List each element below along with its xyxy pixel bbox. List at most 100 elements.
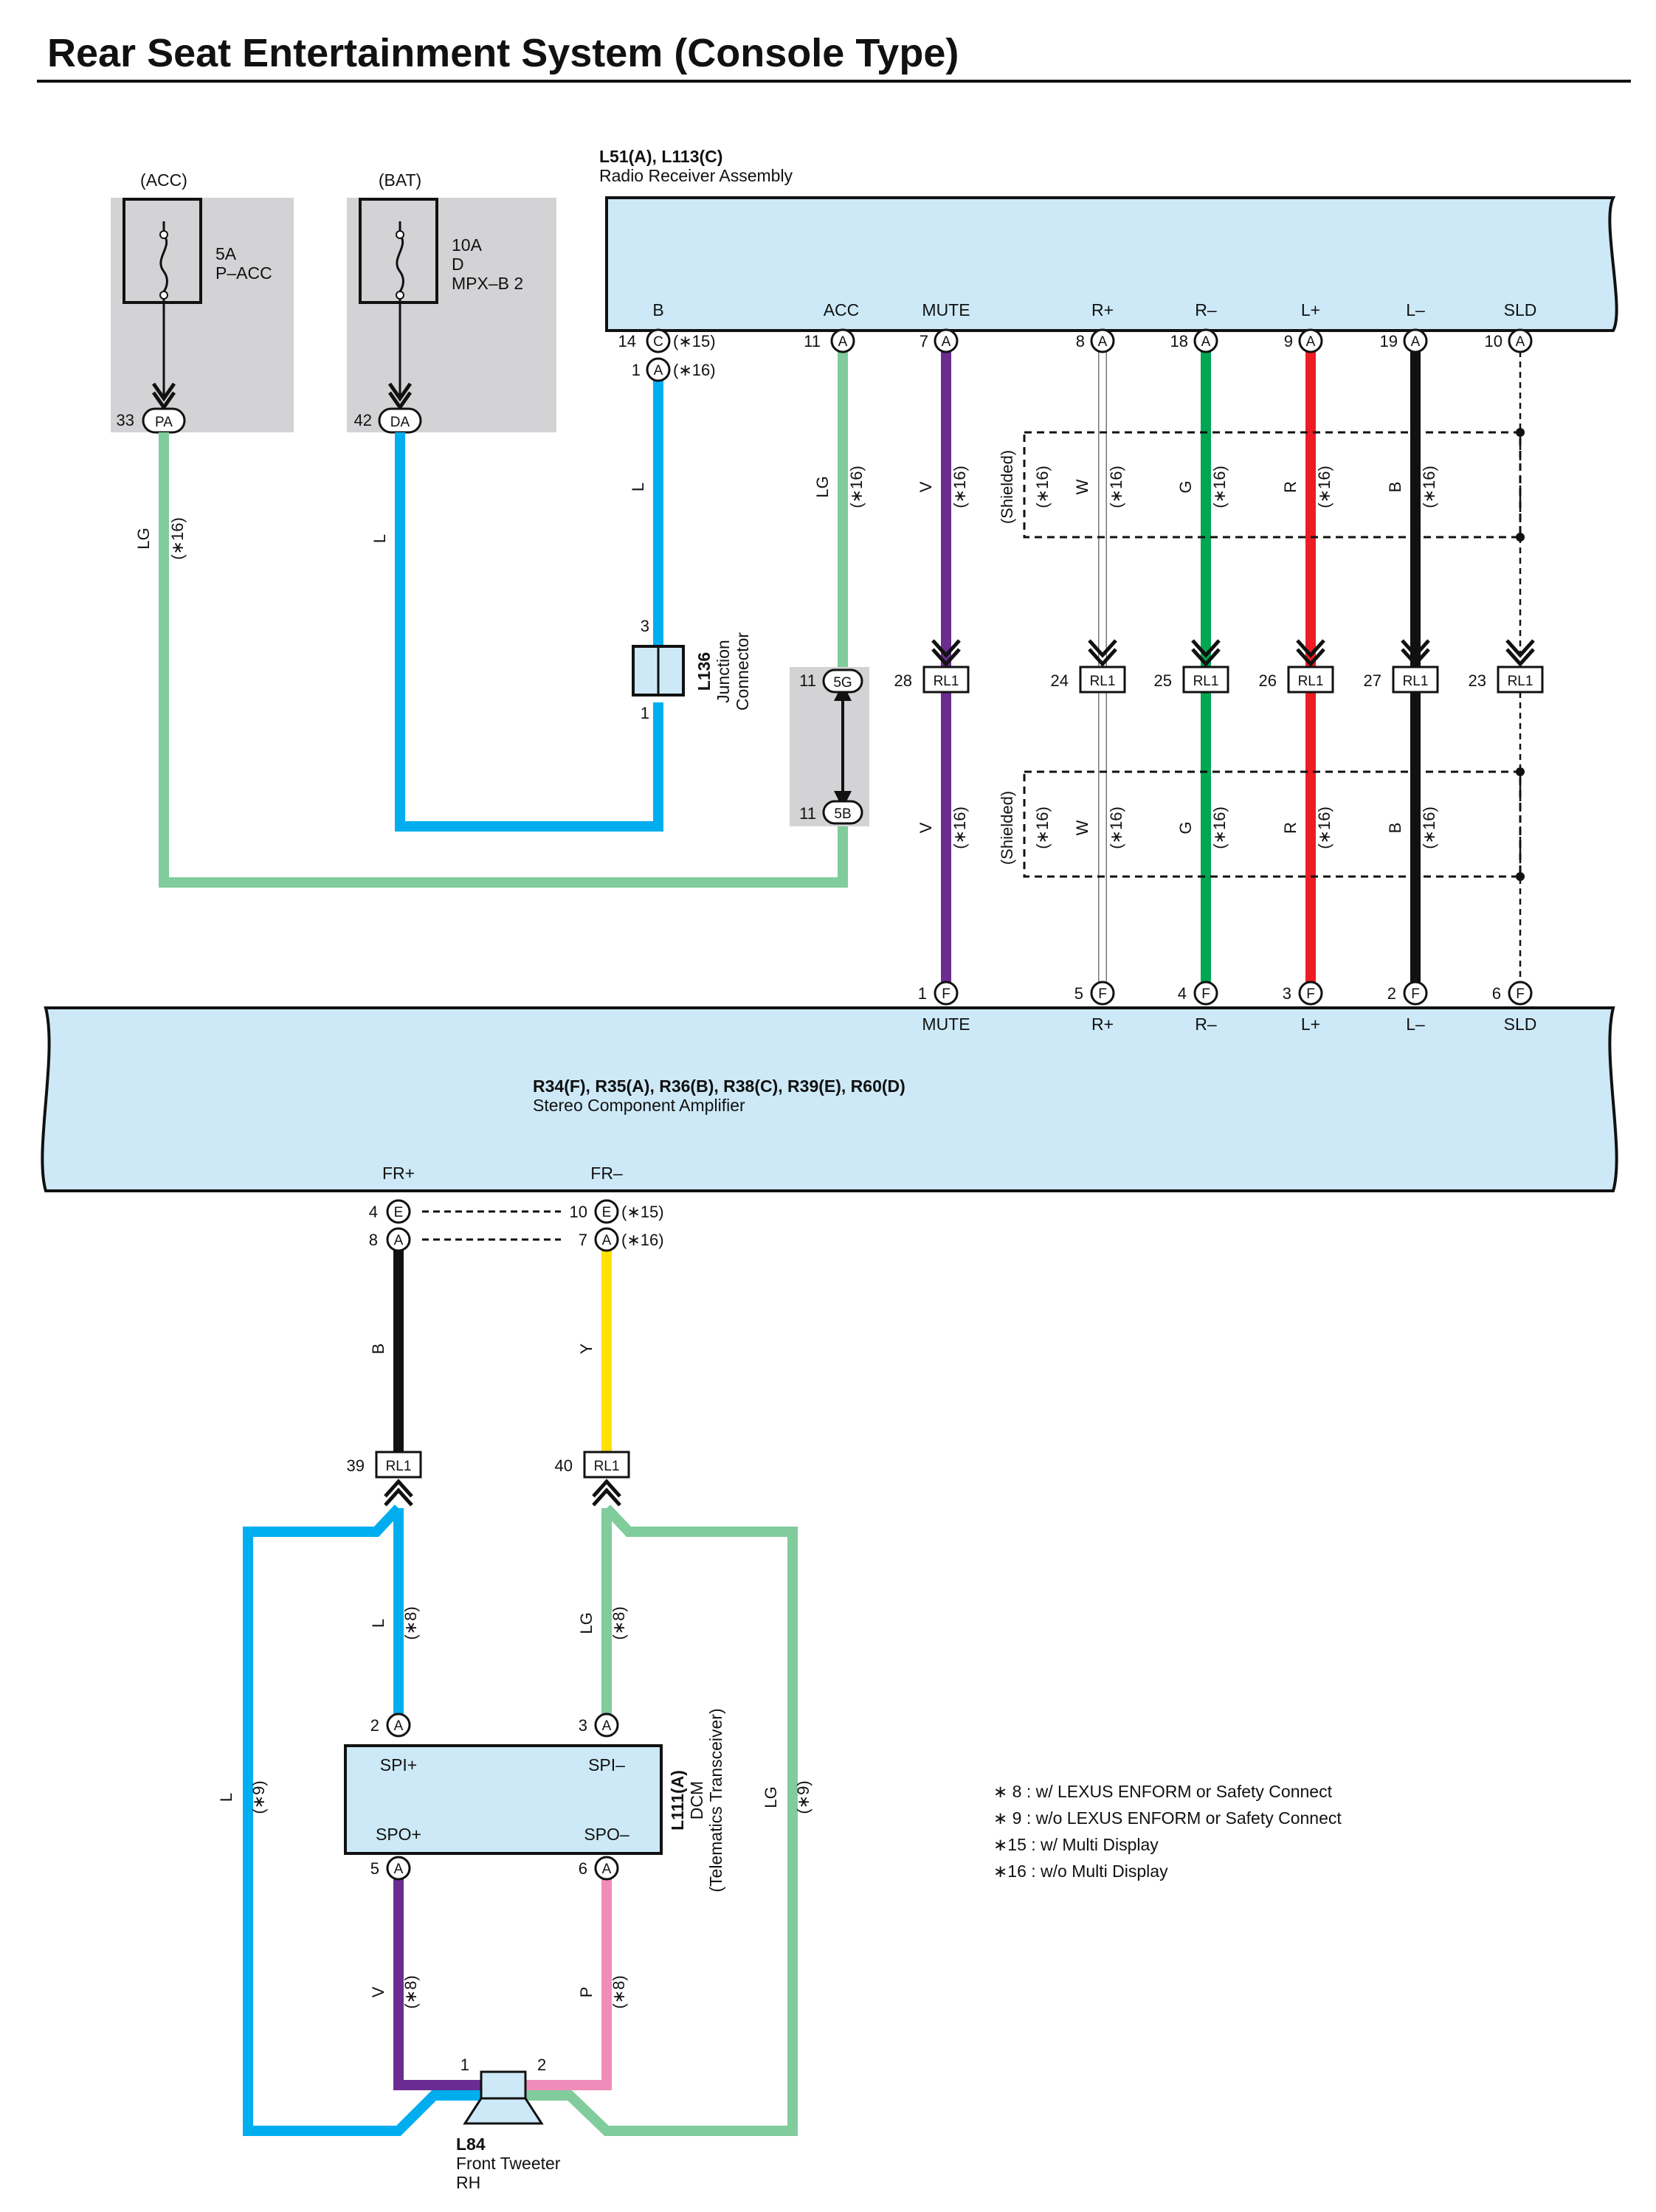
fuse-bat-conn: DA: [390, 415, 410, 430]
amp-pin-rm-conn: F: [1201, 986, 1210, 1002]
shield-lower-note: (∗16): [1033, 806, 1052, 849]
radio-pin-b2-note: (∗16): [673, 361, 716, 379]
dcm-name2: (Telematics Transceiver): [706, 1708, 725, 1892]
radio-pin-mute: 7: [920, 332, 928, 350]
junction-name1: Junction: [714, 640, 733, 703]
shield-upper: [1023, 428, 1525, 542]
wire-l-bypass: [243, 1504, 484, 2136]
radio-pin-lm: 19: [1380, 332, 1398, 350]
amp-pin-frm2-note: (∗16): [621, 1231, 664, 1249]
shield-lower-label: (Shielded): [998, 791, 1016, 865]
tweeter-code: L84: [456, 2135, 486, 2154]
front-tweeter: 1 2 L84 Front Tweeter RH: [456, 2056, 561, 2192]
radio-pin-acc-conn: A: [838, 334, 848, 350]
amp-codes: R34(F), R35(A), R36(B), R38(C), R39(E), …: [533, 1076, 905, 1096]
radio-codes: L51(A), L113(C): [599, 147, 722, 166]
wire-lg-radio-acc-note: (∗16): [847, 466, 866, 508]
dcm-code: L111(A): [668, 1770, 687, 1831]
amp-term-mute: MUTE: [922, 1015, 970, 1034]
wire-lg-radio-acc-color: LG: [813, 476, 832, 497]
dcm-spop: SPO+: [376, 1825, 421, 1844]
rl1-rm-label: RL1: [1193, 674, 1219, 689]
wl-g-2n: (∗16): [1210, 806, 1229, 849]
wl-r-2: R: [1281, 822, 1300, 834]
radio-pin-rm-conn: A: [1201, 334, 1211, 350]
radio-pin-sld: 10: [1485, 332, 1503, 350]
radio-name: Radio Receiver Assembly: [599, 166, 793, 185]
rl1-frp-label: RL1: [386, 1459, 412, 1474]
wire-p-spom-color: P: [577, 1987, 596, 1998]
tweeter-pin1: 1: [460, 2056, 469, 2074]
radio-pin-mute-conn: A: [942, 334, 951, 350]
amp-pin-lp: 3: [1283, 984, 1291, 1003]
radio-pin-b1-conn: C: [653, 334, 663, 350]
page-title: Rear Seat Entertainment System (Console …: [47, 31, 959, 75]
radio-term-rp: R+: [1091, 300, 1114, 319]
junction-code: L136: [694, 652, 714, 691]
amp-pin-frm1-note: (∗15): [621, 1203, 664, 1221]
wl-w-2: W: [1073, 820, 1091, 835]
wl-v-2: V: [917, 822, 935, 833]
amp-pin-frm2: 7: [579, 1231, 587, 1249]
radio-term-sld: SLD: [1504, 300, 1537, 319]
rl1-lp-label: RL1: [1298, 674, 1324, 689]
wire-lg-spim-note: (∗8): [610, 1606, 628, 1639]
wire-l-radio-b-color: L: [629, 483, 647, 491]
wl-v-2n: (∗16): [951, 806, 969, 849]
joint-bottom-pin: 11: [799, 804, 816, 823]
dcm-pin-spim: 3: [579, 1716, 587, 1735]
wire-b-frp-color: B: [369, 1344, 387, 1355]
wire-v-spop-note: (∗8): [401, 1975, 420, 2008]
junction-connector: 3 1 L136 Junction Connector: [632, 617, 752, 722]
junction-name2: Connector: [733, 632, 752, 711]
rl1-mute-label: RL1: [934, 674, 959, 689]
fuse-bat-icon: [396, 234, 404, 292]
radio-term-mute: MUTE: [922, 300, 970, 319]
radio-pin-lp-conn: A: [1306, 334, 1316, 350]
wire-l-bat: [395, 432, 663, 832]
amp-term-rp: R+: [1091, 1015, 1114, 1034]
joint-top-conn: 5G: [833, 675, 852, 691]
wire-v-spop: [393, 1867, 487, 2090]
radio-pin-b1: 14: [618, 332, 636, 350]
amp-pin-lp-conn: F: [1306, 986, 1315, 1002]
wire-lg-acc: [159, 432, 848, 888]
wire-lg-spim-color: LG: [577, 1612, 596, 1634]
amp-term-lm: L–: [1406, 1015, 1425, 1034]
tweeter-pin2: 2: [537, 2056, 546, 2074]
rl1-mute-pin: 28: [894, 671, 912, 690]
wire-lg-bypass-color: LG: [762, 1786, 780, 1808]
fuse-bat-pin: 42: [354, 411, 372, 429]
radio-pin-b2: 1: [632, 361, 641, 379]
amp-pin-mute-conn: F: [942, 986, 951, 1002]
note-8: ∗ 8 : w/ LEXUS ENFORM or Safety Connect: [993, 1782, 1333, 1801]
amp-pin-frm1: 10: [570, 1203, 587, 1221]
radio-receiver: L51(A), L113(C) Radio Receiver Assembly …: [599, 147, 1618, 332]
rl1-frp-pin: 39: [347, 1456, 365, 1475]
radio-pin-acc: 11: [804, 332, 821, 350]
radio-term-acc: ACC: [824, 300, 860, 319]
wire-l-bypass-color: L: [217, 1793, 235, 1802]
wire-l-bat-color: L: [370, 534, 389, 543]
radio-pin-b1-note: (∗15): [673, 332, 716, 350]
wl-r-2n: (∗16): [1315, 806, 1334, 849]
wl-w-1: W: [1073, 479, 1091, 494]
note-15: ∗15 : w/ Multi Display: [993, 1835, 1159, 1854]
wire-lg-bypass-note: (∗9): [794, 1780, 813, 1814]
fuse-bat: (BAT) 10A D MPX–B 2 42 DA: [347, 170, 556, 434]
rl1-lm-label: RL1: [1403, 674, 1429, 689]
dcm-pin-spip-conn: A: [394, 1718, 404, 1734]
wire-v-spop-color: V: [369, 1986, 387, 1997]
wl-v-1n: (∗16): [951, 466, 969, 508]
radio-term-lp: L+: [1301, 300, 1320, 319]
note-16: ∗16 : w/o Multi Display: [993, 1862, 1168, 1881]
radio-term-lm: L–: [1406, 300, 1425, 319]
wire-l-spip-note: (∗8): [401, 1606, 420, 1639]
amp-term-frp: FR+: [382, 1164, 415, 1183]
wl-r-1: R: [1281, 481, 1300, 493]
amp-pin-lm-conn: F: [1411, 986, 1420, 1002]
rl1-lm-pin: 27: [1364, 671, 1381, 690]
radio-term-b: B: [652, 300, 663, 319]
